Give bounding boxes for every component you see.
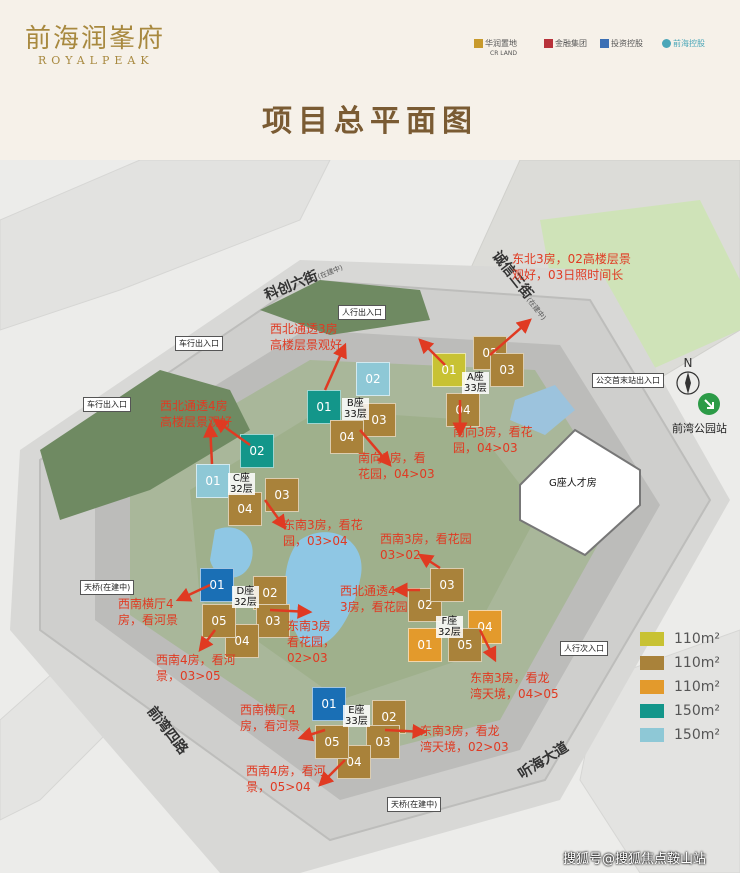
building-g-label: G座人才房 (547, 478, 599, 489)
unit-e01: 01 (312, 687, 346, 721)
site-plan-map: N 科创六街(在建中) 诚信三街(在建中) 前湾四路 听海大道 车行出入口 车行… (0, 160, 740, 873)
brand-name-en: ROYALPEAK (38, 54, 154, 67)
legend-swatch (640, 704, 664, 718)
unit-e03: 03 (366, 725, 400, 759)
annotation-e-southwest: 西南4房，看河景，05>04 (246, 764, 326, 794)
annotation-b-northwest: 西北通透3房高楼层景观好 (270, 322, 343, 352)
car-entrance-tag: 车行出入口 (175, 336, 223, 351)
unit-d03: 03 (256, 604, 290, 638)
annotation-d-west: 西南4房，看河景，03>05 (156, 653, 236, 683)
unit-c01: 01 (196, 464, 230, 498)
annotation-e-east: 东南3房，看龙湾天境，02>03 (420, 724, 509, 754)
legend-swatch (640, 656, 664, 670)
cr-land-icon (474, 39, 483, 48)
legend-item: 150m² (640, 723, 735, 747)
page-title: 项目总平面图 (262, 104, 478, 139)
annotation-a-northeast: 东北3房，02高楼层景观好，03日照时间长 (512, 252, 631, 282)
skybridge-tag: 天桥(在建中) (80, 580, 135, 595)
car-entrance-tag: 车行出入口 (83, 397, 131, 412)
pedestrian-entrance-tag: 人行出入口 (338, 305, 386, 320)
holding-icon (600, 39, 609, 48)
metro-station-icon (698, 393, 720, 415)
bus-terminal-tag: 公交首末站出入口 (592, 373, 664, 388)
unit-b04: 04 (330, 420, 364, 454)
annotation-c-southeast: 东南3房，看花园，03>04 (283, 518, 363, 548)
partner-logo-2: 金融集团 (544, 38, 587, 49)
unit-c04: 04 (228, 492, 262, 526)
legend-item: 110m² (640, 627, 735, 651)
qianhai-icon (662, 39, 671, 48)
unit-f03: 03 (430, 568, 464, 602)
legend-item: 110m² (640, 651, 735, 675)
metro-station-label: 前湾公园站 (672, 422, 727, 435)
legend-swatch (640, 680, 664, 694)
annotation-a-south: 南向3房，看花园，04>03 (453, 425, 533, 455)
legend-item: 110m² (640, 675, 735, 699)
annotation-d-east: 东南3房看花园，02>03 (287, 619, 336, 665)
header: 前海润峯府 ROYALPEAK 华润置地 CR LAND 金融集团 投资控股 前… (0, 0, 740, 160)
unit-e05: 05 (315, 725, 349, 759)
north-label: N (683, 356, 693, 370)
unit-b02: 02 (356, 362, 390, 396)
unit-a04: 04 (446, 393, 480, 427)
partner-sub-1: CR LAND (490, 50, 517, 57)
annotation-f-southeast: 东南3房，看龙湾天境，04>05 (470, 671, 559, 701)
unit-a01: 01 (432, 353, 466, 387)
annotation-b-south: 南向3房，看花园，04>03 (358, 451, 435, 481)
unit-b01: 01 (307, 390, 341, 424)
pedestrian-side-entrance-tag: 人行次入口 (560, 641, 608, 656)
legend-swatch (640, 632, 664, 646)
north-arrow: N (675, 356, 701, 400)
unit-d01: 01 (200, 568, 234, 602)
unit-c02: 02 (240, 434, 274, 468)
annotation-c-northwest: 西北通透4房高楼层景观好 (160, 399, 233, 429)
partner-logo-3: 投资控股 (600, 38, 643, 49)
partner-logo-1: 华润置地 (474, 38, 517, 49)
legend-item: 150m² (640, 699, 735, 723)
legend: 110m² 110m² 110m² 150m² 150m² (640, 627, 735, 747)
compass-icon (676, 371, 700, 395)
brand-name: 前海润峯府 (25, 24, 166, 54)
finance-group-icon (544, 39, 553, 48)
unit-c03: 03 (265, 478, 299, 512)
watermark: 搜狐号@搜狐焦点鞍山站 (563, 852, 707, 867)
unit-a03: 03 (490, 353, 524, 387)
legend-swatch (640, 728, 664, 742)
skybridge-tag: 天桥(在建中) (387, 797, 442, 812)
partner-logo-4: 前海控股 (662, 38, 705, 49)
unit-d05: 05 (202, 604, 236, 638)
